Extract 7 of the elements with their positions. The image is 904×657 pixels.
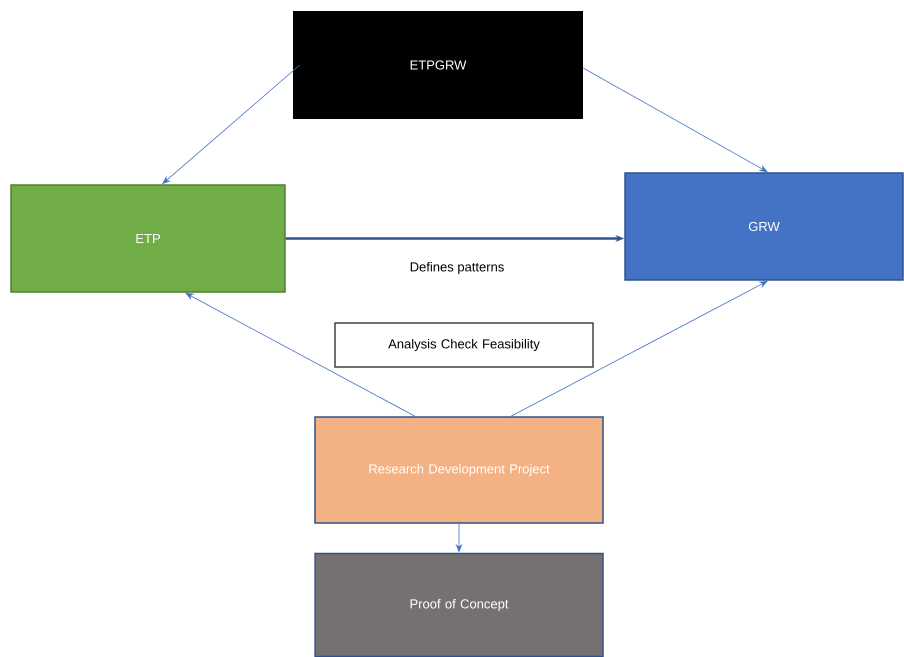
process-box: ETPGRW	[293, 11, 583, 119]
note-box: Analysis Check Feasibility	[334, 322, 594, 368]
process-box: GRW	[624, 172, 904, 281]
process-box: Research Development Project	[314, 416, 604, 524]
process-box: Proof of Concept	[314, 552, 604, 657]
process-box: ETP	[10, 184, 286, 293]
edge-label: Defines patterns	[410, 262, 504, 274]
